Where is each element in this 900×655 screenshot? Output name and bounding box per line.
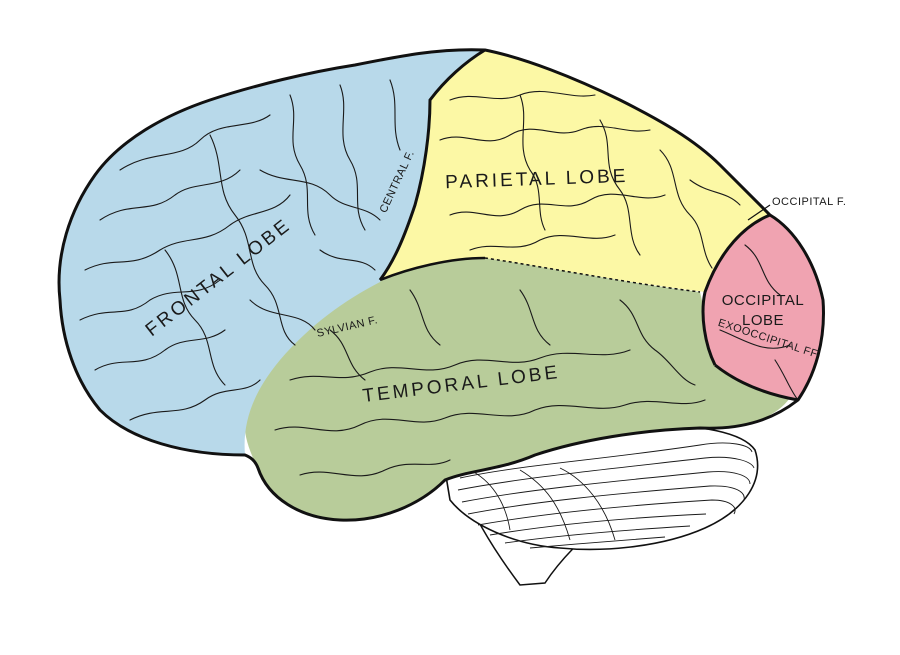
dotted-boundary xyxy=(484,257,701,293)
sylvian-fissure-line xyxy=(379,256,486,282)
occipital-lobe-label-line1: OCCIPITAL xyxy=(722,292,805,309)
temporal-lobe xyxy=(244,258,790,521)
exooccipital-line xyxy=(714,363,799,402)
central-fissure-line xyxy=(378,48,486,281)
occipital-lobe-label-line2: LOBE xyxy=(742,312,784,329)
parietal-lobe xyxy=(380,50,770,292)
frontal-lobe xyxy=(59,49,485,455)
occipital-fissure-line xyxy=(701,213,771,366)
brain-outline xyxy=(57,48,825,522)
occipital-lobe xyxy=(703,215,824,400)
gyri-lines xyxy=(79,79,799,477)
occipital-pointer xyxy=(747,204,771,221)
occipital-fissure-label: OCCIPITAL F. xyxy=(772,196,846,208)
